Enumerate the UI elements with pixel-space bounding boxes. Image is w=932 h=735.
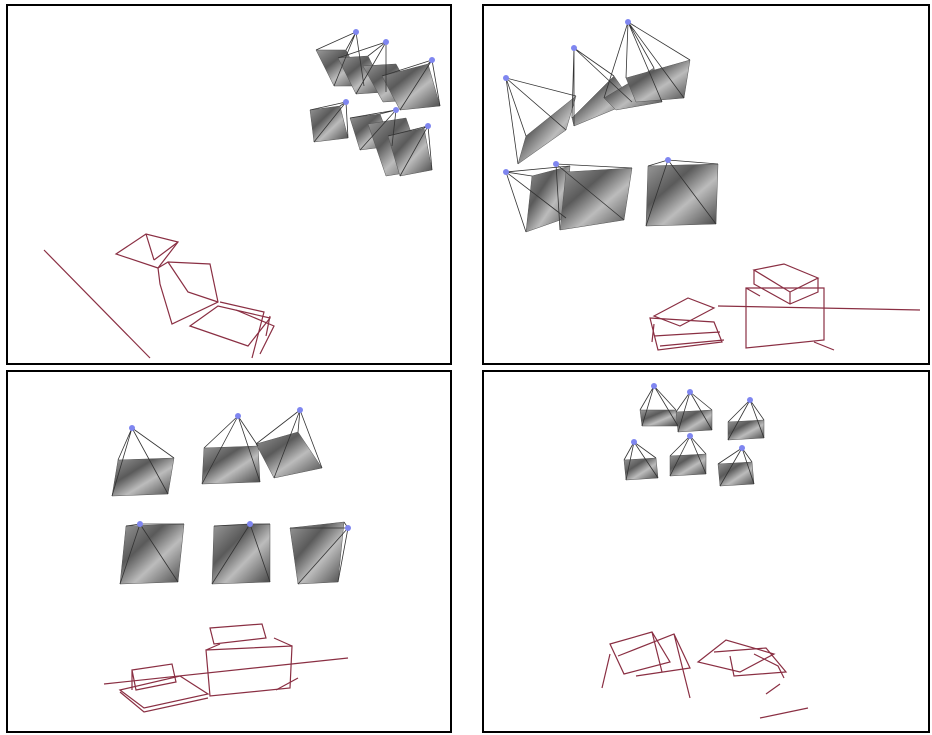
view-panel-3 [6,370,452,733]
reconstructed-structure [104,624,348,712]
scene-render-2 [484,6,928,363]
scene-render-4 [484,372,928,731]
reconstructed-structure [602,632,808,718]
view-panel-2 [482,4,930,365]
reconstructed-structure [44,234,274,358]
reconstructed-structure [650,264,920,350]
camera-image-planes [310,50,440,176]
camera-image-planes [518,60,718,232]
view-panel-4 [482,370,930,733]
scene-render-1 [8,6,450,363]
view-panel-1 [6,4,452,365]
scene-render-3 [8,372,450,731]
